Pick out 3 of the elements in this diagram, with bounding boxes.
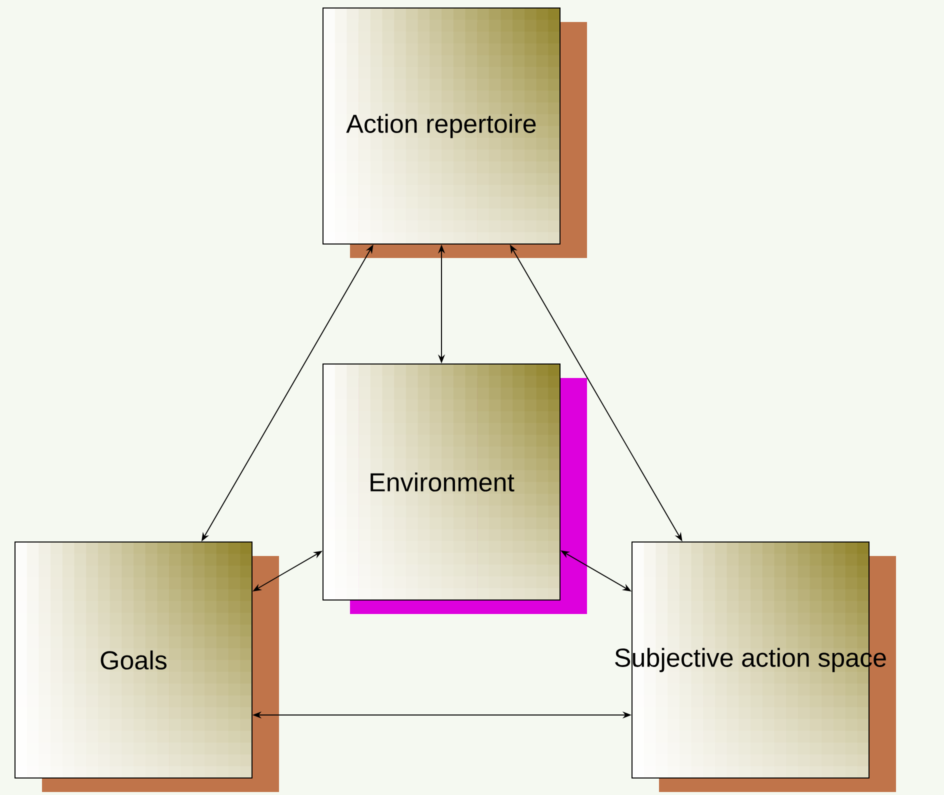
gradient-box: Action repertoire <box>322 8 560 244</box>
gradient-box: Environment <box>322 364 560 600</box>
gradient-box: Goals <box>14 542 252 778</box>
